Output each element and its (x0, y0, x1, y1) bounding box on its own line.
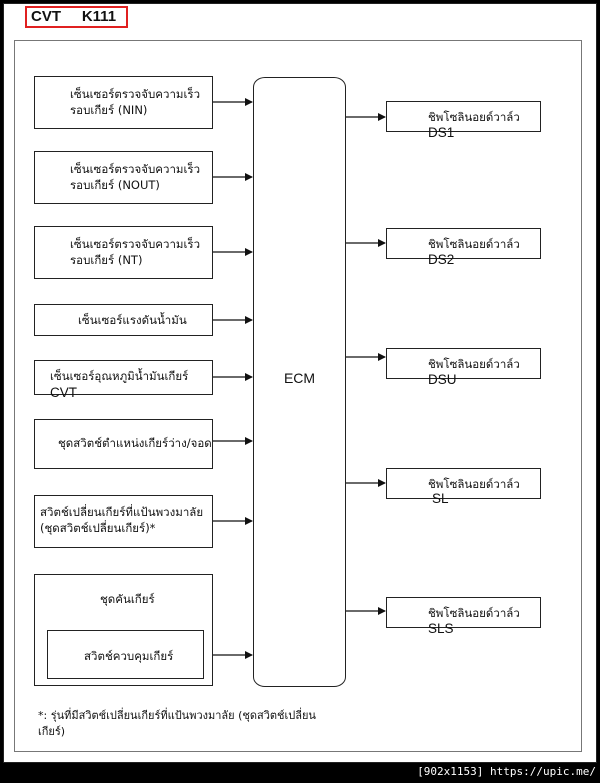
output-box-sls (386, 597, 541, 628)
input-box-oil-temp (34, 360, 213, 395)
input-box-oil-pressure (34, 304, 213, 336)
ecm-block (253, 77, 346, 687)
ecm-label: ECM (283, 370, 316, 386)
output-sl-code: SL (432, 491, 449, 506)
output-dsu-code: DSU (428, 372, 457, 387)
output-box-sl (386, 468, 541, 499)
shift-control-switch-label: สวิตช์ควบคุมเกียร์ (84, 649, 174, 663)
diagram-frame (14, 40, 582, 752)
input-oil-temp-line2: CVT (50, 385, 77, 400)
output-ds1-label: ชิพโซลินอยด์วาล์ว (428, 110, 520, 124)
input-box-nt (34, 226, 213, 279)
input-nout-line2: รอบเกียร์ (NOUT) (70, 178, 160, 192)
input-paddle-switch-line1: สวิตช์เปลี่ยนเกียร์ที่แป้นพวงมาลัย (40, 505, 204, 519)
output-box-ds2 (386, 228, 541, 259)
shift-lever-group-title: ชุดคันเกียร์ (100, 592, 155, 606)
output-ds1-code: DS1 (428, 125, 455, 140)
input-nin-line2: รอบเกียร์ (NIN) (70, 103, 148, 117)
source-watermark: [902x1153] https://upic.me/ (417, 765, 596, 778)
output-ds2-label: ชิพโซลินอยด์วาล์ว (428, 237, 520, 251)
input-oil-temp-line1: เซ็นเซอร์อุณหภูมิน้ำมันเกียร์ (50, 369, 189, 383)
output-ds2-code: DS2 (428, 252, 455, 267)
input-box-neutral-park (34, 419, 213, 469)
input-nt-line1: เซ็นเซอร์ตรวจจับความเร็ว (70, 237, 201, 251)
input-box-paddle-switch (34, 495, 213, 548)
input-nin-line1: เซ็นเซอร์ตรวจจับความเร็ว (70, 87, 201, 101)
output-sls-label: ชิพโซลินอยด์วาล์ว (428, 606, 520, 620)
input-paddle-switch-line2: (ชุดสวิตช์เปลี่ยนเกียร์)* (40, 521, 156, 535)
output-box-dsu (386, 348, 541, 379)
input-nout-line1: เซ็นเซอร์ตรวจจับความเร็ว (70, 162, 201, 176)
input-box-nout (34, 151, 213, 204)
output-sls-code: SLS (428, 621, 454, 636)
output-dsu-label: ชิพโซลินอยด์วาล์ว (428, 357, 520, 371)
input-box-nin (34, 76, 213, 129)
model-code-badge: CVT K111 (25, 6, 128, 28)
input-neutral-park-label: ชุดสวิตช์ตำแหน่งเกียร์ว่าง/จอด (58, 436, 212, 450)
output-sl-label: ชิพโซลินอยด์วาล์ว (428, 477, 520, 491)
shift-control-switch-box (47, 630, 204, 679)
output-box-ds1 (386, 101, 541, 132)
input-oil-pressure-label: เซ็นเซอร์แรงดันน้ำมัน (78, 313, 187, 327)
input-nt-line2: รอบเกียร์ (NT) (70, 253, 143, 267)
footnote: *: รุ่นที่มีสวิตช์เปลี่ยนเกียร์ที่แป้นพว… (38, 709, 316, 738)
